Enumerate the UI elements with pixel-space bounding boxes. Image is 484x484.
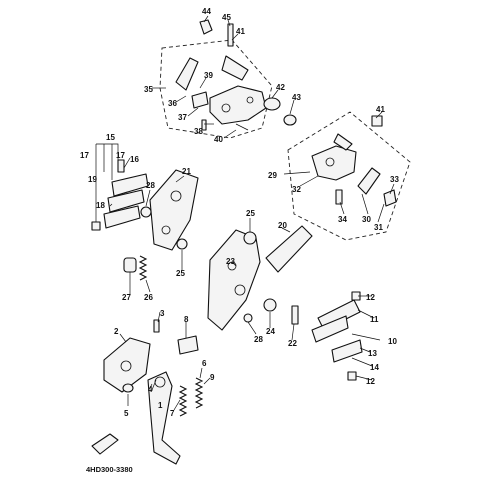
part-label-15: 15 xyxy=(106,133,115,142)
part-label-12a: 12 xyxy=(366,293,375,302)
part-label-16: 16 xyxy=(130,155,139,164)
part-label-27: 27 xyxy=(122,293,131,302)
part-label-7: 7 xyxy=(170,409,175,418)
part-label-29: 29 xyxy=(268,171,277,180)
part-label-43: 43 xyxy=(292,93,301,102)
part-label-3: 3 xyxy=(160,309,165,318)
part-label-18: 18 xyxy=(96,201,105,210)
part-label-35: 35 xyxy=(144,85,153,94)
part-label-1: 1 xyxy=(158,401,163,410)
part-label-30: 30 xyxy=(362,215,371,224)
front-footpeg-right xyxy=(311,291,363,381)
part-label-41b: 41 xyxy=(376,105,385,114)
part-label-11: 11 xyxy=(370,315,379,324)
part-label-5: 5 xyxy=(124,409,129,418)
leader-lines xyxy=(95,15,395,411)
front-footrest-bracket-left xyxy=(149,169,199,251)
sidestand-bracket xyxy=(103,319,199,393)
part-label-45: 45 xyxy=(222,13,231,22)
sidestand xyxy=(122,371,181,465)
part-label-34: 34 xyxy=(338,215,347,224)
part-label-38: 38 xyxy=(194,127,203,136)
part-label-23: 23 xyxy=(226,257,235,266)
part-label-13: 13 xyxy=(368,349,377,358)
part-label-31: 31 xyxy=(374,223,383,232)
part-label-28b: 28 xyxy=(254,335,263,344)
part-label-10: 10 xyxy=(388,337,397,346)
part-label-4: 4 xyxy=(148,385,153,394)
part-label-33: 33 xyxy=(390,175,399,184)
sidestand-springs xyxy=(178,377,204,417)
part-label-40: 40 xyxy=(214,135,223,144)
part-label-25b: 25 xyxy=(176,269,185,278)
part-labels: 1 2 3 4 5 6 7 8 9 10 11 12 13 14 12 15 1… xyxy=(80,7,399,418)
part-label-41a: 41 xyxy=(236,27,245,36)
part-label-25a: 25 xyxy=(246,209,255,218)
rear-footpeg-left xyxy=(175,57,209,109)
part-label-26: 26 xyxy=(144,293,153,302)
part-label-9: 9 xyxy=(210,373,215,382)
part-label-21: 21 xyxy=(182,167,191,176)
rear-footrest-bracket-right xyxy=(311,115,397,207)
part-label-24: 24 xyxy=(266,327,275,336)
part-label-39: 39 xyxy=(204,71,213,80)
rear-bracket-bolts xyxy=(201,97,297,131)
front-arrow-icon xyxy=(91,433,119,455)
part-label-8: 8 xyxy=(184,315,189,324)
group-frame-rear-left-footrest xyxy=(159,39,273,139)
rear-footrest-bracket-left xyxy=(199,19,267,125)
part-label-12b: 12 xyxy=(366,377,375,386)
front-footpeg-left xyxy=(91,159,149,231)
pivot-parts-left xyxy=(123,206,188,281)
part-label-17a: 17 xyxy=(80,151,89,160)
part-label-37: 37 xyxy=(178,113,187,122)
main-footrest-bracket-right xyxy=(207,225,313,331)
part-label-2: 2 xyxy=(114,327,119,336)
part-label-44: 44 xyxy=(202,7,211,16)
part-label-36: 36 xyxy=(168,99,177,108)
part-label-22: 22 xyxy=(288,339,297,348)
part-label-17b: 17 xyxy=(116,151,125,160)
part-label-14: 14 xyxy=(370,363,379,372)
part-label-32: 32 xyxy=(292,185,301,194)
part-label-6: 6 xyxy=(202,359,207,368)
part-label-42: 42 xyxy=(276,83,285,92)
part-label-28a: 28 xyxy=(146,181,155,190)
part-label-19: 19 xyxy=(88,175,97,184)
diagram-code: 4HD300-3380 xyxy=(86,465,133,474)
part-label-20: 20 xyxy=(278,221,287,230)
group-frame-rear-right-footrest xyxy=(287,111,411,241)
